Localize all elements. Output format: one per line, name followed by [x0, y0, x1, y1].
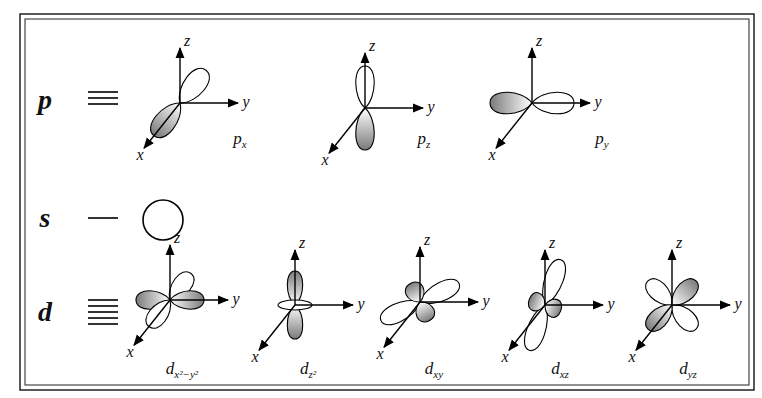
level-mark	[88, 299, 118, 301]
orbital-name: py	[595, 130, 608, 150]
axis-line	[144, 103, 180, 148]
axis-line	[671, 250, 672, 305]
level-mark	[88, 305, 118, 307]
axis-label: z	[549, 235, 555, 251]
subshell-letter: d	[38, 298, 52, 326]
axis-line	[672, 304, 730, 305]
orbital-subscript: z²	[308, 368, 316, 380]
axis-line	[294, 250, 295, 305]
outer-frame	[20, 14, 754, 390]
level-mark	[88, 323, 118, 325]
axis-line	[134, 300, 170, 345]
axis-label: z	[184, 33, 190, 49]
axis-label: y	[242, 94, 249, 110]
level-mark	[88, 317, 118, 319]
orbital-name: pz	[418, 130, 431, 150]
axis-label: x	[251, 349, 258, 365]
inner-frame	[25, 19, 749, 385]
orbital-letter: d	[166, 359, 175, 378]
axis-label: x	[136, 147, 143, 163]
orbital-subscript: x²−y²	[174, 368, 198, 380]
orbital-name: px	[233, 130, 246, 150]
axis-line	[636, 305, 672, 350]
orbital-lobe	[665, 298, 702, 335]
orbital-letter: d	[551, 359, 560, 378]
axis-line	[329, 108, 365, 153]
axis-label: z	[369, 38, 375, 54]
axis-line	[532, 102, 590, 103]
axis-label: z	[174, 230, 180, 246]
axis-label: y	[232, 291, 239, 307]
axis-line	[169, 245, 170, 300]
axis-line	[364, 53, 365, 108]
subshell-letter: s	[40, 204, 51, 232]
orbital-subscript: z	[426, 138, 430, 150]
axis-line	[496, 103, 532, 148]
axis-label: y	[357, 296, 364, 312]
orbital-lobe	[641, 298, 678, 335]
orbital-letter: p	[233, 129, 242, 148]
orbital-letter: d	[679, 359, 688, 378]
axis-label: y	[734, 296, 741, 312]
orbital-lobe	[356, 108, 374, 150]
orbital-name: dxz	[551, 360, 569, 380]
axis-line	[180, 102, 238, 103]
axis-label: y	[594, 94, 601, 110]
orbital-letter: d	[300, 359, 309, 378]
axis-label: x	[628, 349, 635, 365]
level-mark	[88, 311, 118, 313]
axis-label: y	[482, 293, 489, 309]
subshell-letter: p	[38, 86, 52, 114]
axis-line	[419, 247, 420, 302]
orbital-name: dxy	[425, 360, 443, 380]
level-mark	[88, 103, 118, 105]
orbital-letter: d	[425, 359, 434, 378]
orbital-letter: p	[418, 129, 427, 148]
orbital-name: dx²−y²	[166, 360, 198, 380]
axis-label: x	[321, 152, 328, 168]
axis-line	[544, 250, 545, 305]
axis-label: z	[676, 235, 682, 251]
axis-label: z	[536, 33, 542, 49]
orbital-subscript: xz	[560, 368, 569, 380]
axis-label: x	[126, 344, 133, 360]
orbital-subscript: xy	[433, 368, 443, 380]
orbital-name: dz²	[300, 360, 316, 380]
axis-label: x	[501, 349, 508, 365]
orbital-name: dyz	[679, 360, 697, 380]
axis-label: x	[488, 147, 495, 163]
orbital-letter: p	[595, 129, 604, 148]
orbital-subscript: x	[242, 138, 247, 150]
axis-line	[420, 301, 478, 302]
axis-label: y	[607, 296, 614, 312]
axis-line	[531, 48, 532, 103]
axis-line	[365, 107, 423, 108]
axis-line	[170, 299, 228, 300]
axis-label: x	[376, 346, 383, 362]
axis-label: z	[299, 235, 305, 251]
level-mark	[88, 97, 118, 99]
axis-line	[509, 305, 545, 350]
axis-label: z	[424, 232, 430, 248]
axis-line	[179, 48, 180, 103]
axis-line	[295, 304, 353, 305]
orbital-subscript: yz	[688, 368, 697, 380]
orbital-subscript: y	[604, 138, 609, 150]
axis-line	[384, 302, 420, 347]
axis-label: y	[427, 99, 434, 115]
axis-line	[545, 304, 603, 305]
level-mark	[88, 91, 118, 93]
level-mark	[88, 217, 118, 219]
axis-line	[259, 305, 295, 350]
